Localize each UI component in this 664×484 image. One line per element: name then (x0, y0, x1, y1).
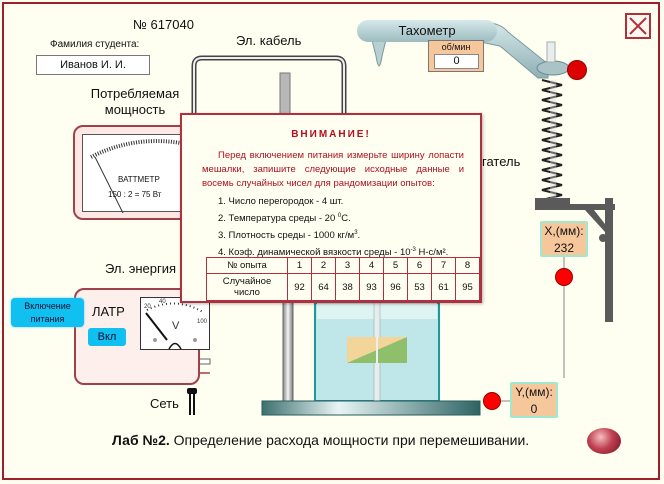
latr-title: ЛАТР (92, 304, 125, 319)
stand-base (261, 400, 481, 416)
next-button[interactable] (587, 428, 621, 454)
power-consumed-label: Потребляемая мощность (90, 86, 180, 118)
close-button[interactable] (625, 13, 651, 39)
wattmeter: ВАТТМЕТР 150 : 2 = 75 Вт (73, 125, 193, 220)
student-label: Фамилия студента: (50, 39, 140, 50)
x-value: 232 (553, 241, 575, 255)
list-item: 3. Плотность среды - 1000 кг/м3. (218, 230, 361, 242)
y-label: Y,(мм): (515, 385, 553, 399)
voltmeter-face: 20 40 100 V (144, 299, 208, 350)
rpm-value: 0 (434, 54, 479, 69)
svg-text:20: 20 (144, 304, 151, 310)
table-cell: 6 (407, 257, 432, 274)
wattmeter-needle (94, 156, 124, 213)
y-handle[interactable] (483, 392, 501, 410)
voltmeter: 20 40 100 V (140, 297, 210, 350)
spring (541, 79, 563, 201)
y-value: 0 (530, 402, 538, 416)
table-cell: 95 (455, 273, 480, 301)
attention-dialog: ВНИМАНИЕ! Перед включением питания измер… (180, 113, 482, 303)
motor-label: гатель (482, 154, 521, 169)
svg-text:100: 100 (197, 319, 208, 325)
rpm-display: об/мин 0 (428, 40, 484, 72)
student-name-field[interactable]: Иванов И. И. (36, 55, 150, 75)
power-on-button[interactable]: Включение питания (11, 298, 84, 327)
wattmeter-scale-note: 150 : 2 = 75 Вт (108, 190, 162, 199)
cable-label: Эл. кабель (236, 33, 302, 48)
table-cell: 92 (287, 273, 312, 301)
lab-title: Лаб №2. Определение расхода мощности при… (112, 432, 529, 448)
dialog-title: ВНИМАНИЕ! (291, 129, 371, 140)
table-cell: 1 (287, 257, 312, 274)
power-on-button-label: Включение питания (24, 301, 71, 324)
power-consumed-text: Потребляемая мощность (90, 86, 180, 117)
rpm-unit: об/мин (441, 42, 471, 52)
on-button[interactable]: Вкл (88, 328, 126, 346)
tachometer-handle[interactable] (567, 60, 587, 80)
list-item: 4. Коэф. динамической вязкости среды - 1… (218, 247, 449, 259)
x-readout: X,(мм): 232 (540, 221, 588, 257)
table-cell: 2 (311, 257, 336, 274)
row-header: № опыта (206, 257, 288, 274)
table-row: № опыта 1 2 3 4 5 6 7 8 (206, 257, 480, 274)
stand-pole (282, 299, 294, 405)
table-cell: 64 (311, 273, 336, 301)
x-handle[interactable] (555, 268, 573, 286)
variant-number: № 617040 (133, 17, 194, 32)
voltmeter-unit: V (172, 320, 180, 332)
table-cell: 61 (431, 273, 456, 301)
tachometer-title: Тахометр (357, 20, 497, 42)
list-item: 2. Температура среды - 20 0С. (218, 213, 351, 225)
wattmeter-scale-arc (90, 139, 192, 213)
table-cell: 96 (383, 273, 408, 301)
shaft-top (279, 72, 291, 116)
x-label: X,(мм): (544, 224, 584, 238)
table-row: Случайное число 92 64 38 93 96 53 61 95 (206, 273, 480, 301)
dialog-text: Перед включением питания измерьте ширину… (202, 150, 464, 189)
table-cell: 4 (359, 257, 384, 274)
table-cell: 5 (383, 257, 408, 274)
y-readout: Y,(мм): 0 (510, 382, 558, 418)
mains-label: Сеть (150, 396, 179, 411)
lab-number: Лаб №2. (112, 432, 170, 448)
table-cell: 3 (335, 257, 360, 274)
svg-text:40: 40 (159, 299, 166, 305)
motor-bracket (535, 198, 570, 208)
lab-description: Определение расхода мощности при перемеш… (169, 432, 530, 448)
table-cell: 7 (431, 257, 456, 274)
table-cell: 53 (407, 273, 432, 301)
initial-data-list: 1. Число перегородок - 4 шт. 2. Температ… (218, 195, 448, 260)
close-icon (629, 17, 647, 35)
wattmeter-title: ВАТТМЕТР (118, 175, 160, 184)
table-cell: 93 (359, 273, 384, 301)
table-cell: 8 (455, 257, 480, 274)
row-header: Случайное число (206, 273, 288, 301)
random-numbers-table: № опыта 1 2 3 4 5 6 7 8 Случайное число … (206, 257, 480, 301)
table-cell: 38 (335, 273, 360, 301)
wattmeter-face: ВАТТМЕТР 150 : 2 = 75 Вт (82, 134, 192, 213)
voltmeter-needle (145, 312, 168, 341)
list-item: 1. Число перегородок - 4 шт. (218, 196, 344, 207)
energy-label: Эл. энергия (105, 261, 177, 276)
